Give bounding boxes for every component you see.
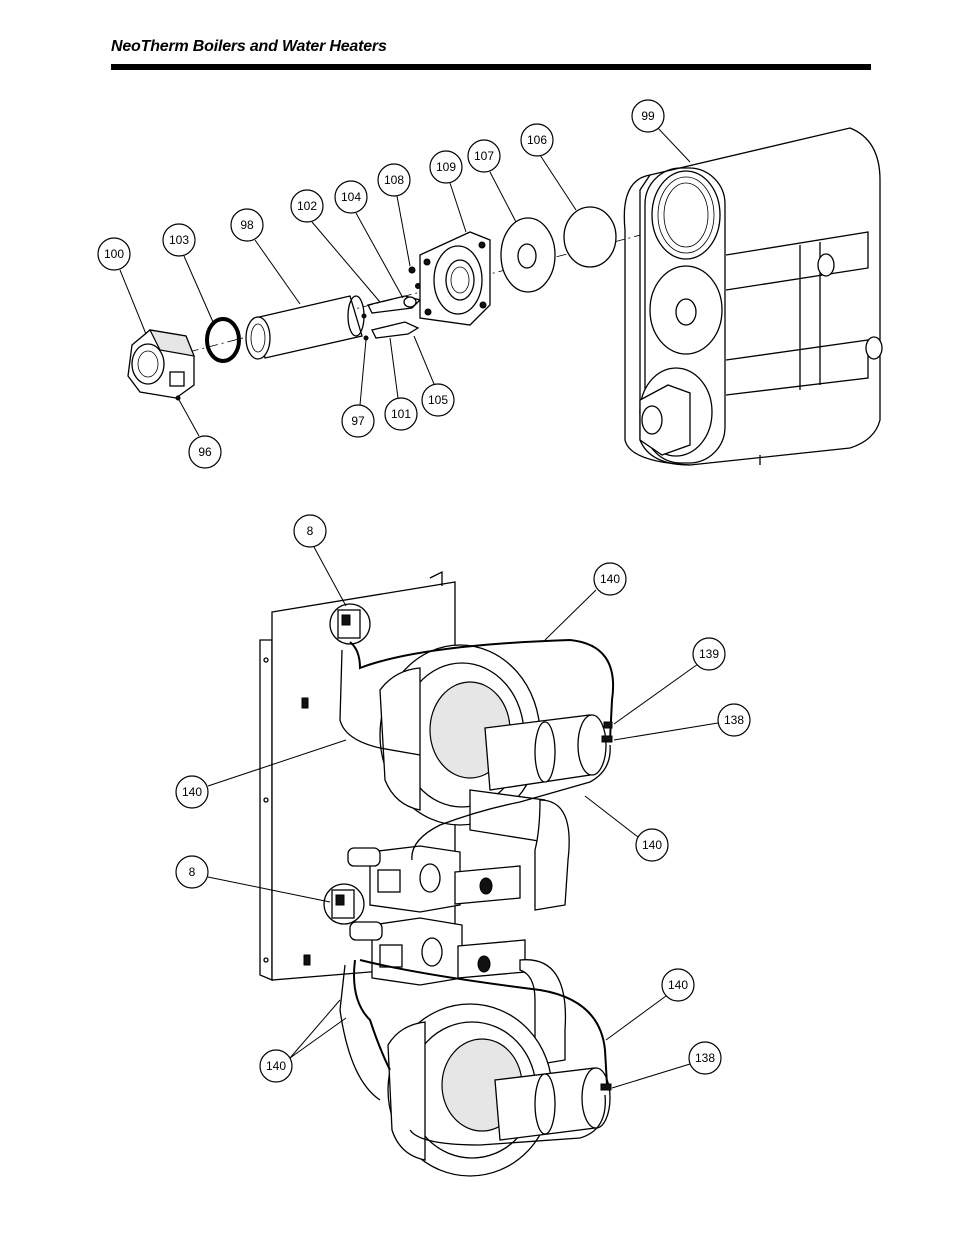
svg-text:140: 140 <box>668 978 688 992</box>
svg-text:140: 140 <box>600 572 620 586</box>
page-header-title: NeoTherm Boilers and Water Heaters <box>111 38 387 55</box>
callout-140-top: 140 <box>544 562 627 641</box>
lower-pressure-switch <box>323 883 365 925</box>
svg-text:98: 98 <box>240 218 254 232</box>
svg-text:109: 109 <box>436 160 456 174</box>
svg-text:96: 96 <box>198 445 212 459</box>
callout-140-left: 140 <box>175 739 347 809</box>
mounting-bracket-side <box>259 639 273 981</box>
svg-text:105: 105 <box>428 393 448 407</box>
callout-96: 96 <box>177 397 222 469</box>
svg-text:99: 99 <box>641 109 655 123</box>
svg-text:140: 140 <box>266 1059 286 1073</box>
upper-exploded-view: 99 106 107 109 108 104 102 98 <box>97 99 883 469</box>
svg-text:100: 100 <box>104 247 124 261</box>
part-103-gasket <box>205 317 241 363</box>
tube-fitting-139 <box>603 721 613 729</box>
svg-text:101: 101 <box>391 407 411 421</box>
svg-text:8: 8 <box>307 524 314 538</box>
callout-140-lower-left: 140 <box>259 999 347 1083</box>
callout-102: 102 <box>290 189 381 303</box>
callout-99: 99 <box>631 99 691 163</box>
part-100-burner-housing <box>127 329 195 401</box>
sensing-tubes-140 <box>339 638 615 1146</box>
svg-text:97: 97 <box>351 414 365 428</box>
svg-text:8: 8 <box>189 865 196 879</box>
lower-blower <box>387 959 611 1177</box>
tube-fitting-138-upper <box>601 735 613 743</box>
callout-140-lower-right: 140 <box>605 968 695 1041</box>
upper-pressure-switch <box>329 603 371 645</box>
callout-138-lower: 138 <box>611 1041 722 1089</box>
tube-fitting-138-lower <box>600 1083 612 1091</box>
callout-98: 98 <box>230 208 301 305</box>
part-98-burner-tube <box>245 295 365 360</box>
part-107-insulation-disc <box>500 217 556 293</box>
upper-gas-valve <box>347 845 521 913</box>
svg-text:106: 106 <box>527 133 547 147</box>
svg-text:139: 139 <box>699 647 719 661</box>
callout-108: 108 <box>377 163 411 267</box>
svg-text:140: 140 <box>182 785 202 799</box>
callout-109: 109 <box>429 150 467 233</box>
callout-100: 100 <box>97 237 147 335</box>
callout-104: 104 <box>334 180 404 299</box>
part-109-burner-door <box>419 231 491 326</box>
svg-text:102: 102 <box>297 199 317 213</box>
callout-103: 103 <box>162 223 214 323</box>
svg-text:140: 140 <box>642 838 662 852</box>
callout-138-upper: 138 <box>613 703 751 741</box>
svg-text:138: 138 <box>724 713 744 727</box>
callout-8-upper: 8 <box>293 514 347 607</box>
svg-text:103: 103 <box>169 233 189 247</box>
part-106-refractory-disc <box>563 206 617 268</box>
svg-text:108: 108 <box>384 173 404 187</box>
svg-text:107: 107 <box>474 149 494 163</box>
callout-97: 97 <box>341 339 375 438</box>
svg-text:104: 104 <box>341 190 361 204</box>
callout-101: 101 <box>384 337 418 431</box>
callout-140-right: 140 <box>584 795 669 862</box>
lower-blower-assembly: 8 140 139 138 140 140 8 140 <box>175 514 751 1177</box>
callout-105: 105 <box>413 335 455 417</box>
callout-106: 106 <box>520 123 577 211</box>
svg-text:138: 138 <box>695 1051 715 1065</box>
callout-8-lower: 8 <box>175 855 331 903</box>
header-rule <box>111 64 871 70</box>
part-99-heat-exchanger <box>623 127 883 466</box>
parts-igniter-and-sensor <box>361 266 422 341</box>
upper-blower <box>379 644 607 911</box>
callout-107: 107 <box>467 139 517 223</box>
callout-139: 139 <box>613 637 726 725</box>
